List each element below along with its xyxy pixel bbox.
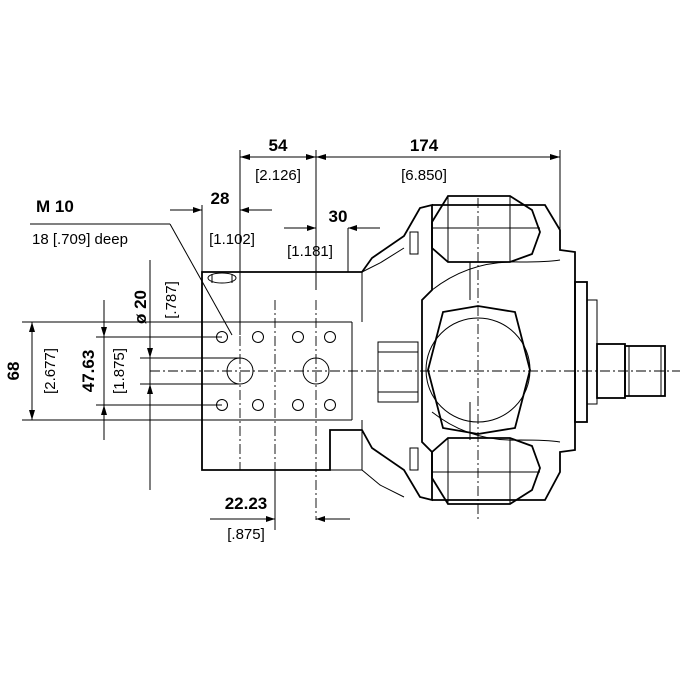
dia-20-inch-label: [.787] xyxy=(163,281,180,319)
dim-30-inch-label: [1.181] xyxy=(287,243,333,260)
dimension-lines xyxy=(22,150,561,530)
thread-depth-label: 18 [.709] deep xyxy=(32,231,128,248)
dim-174-label: 174 xyxy=(410,136,439,155)
dim-30-label: 30 xyxy=(329,207,348,226)
dim-4763-inch-label: [1.875] xyxy=(111,348,128,394)
dim-28-label: 28 xyxy=(211,189,230,208)
dim-2223-inch-label: [.875] xyxy=(227,526,265,543)
center-lines xyxy=(150,198,680,520)
dim-174-inch-label: [6.850] xyxy=(401,167,447,184)
dim-54-label: 54 xyxy=(269,136,288,155)
dim-54-inch-label: [2.126] xyxy=(255,167,301,184)
dia-20-label: ø 20 xyxy=(131,290,150,324)
dim-28-inch-label: [1.102] xyxy=(209,231,255,248)
dim-2223-label: 22.23 xyxy=(225,494,268,513)
dim-4763-label: 47.63 xyxy=(79,350,98,393)
thread-label: M 10 xyxy=(36,197,74,216)
dim-68-label: 68 xyxy=(4,362,23,381)
dim-68-inch-label: [2.677] xyxy=(42,348,59,394)
pump-body xyxy=(201,195,666,505)
